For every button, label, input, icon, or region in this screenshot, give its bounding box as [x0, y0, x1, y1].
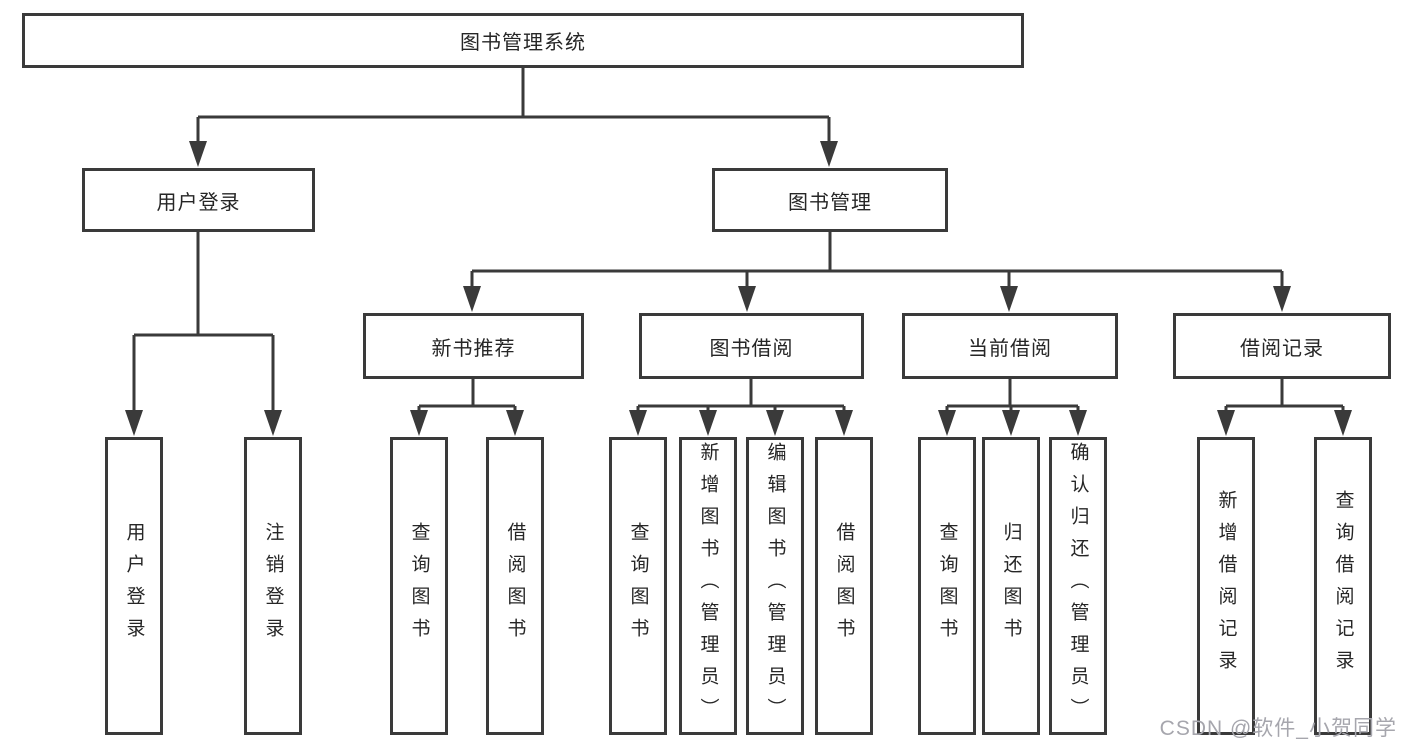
arrowhead — [125, 410, 143, 436]
node-current-borrow: 当前借阅 — [902, 313, 1118, 379]
node-user-login: 用户登录 — [82, 168, 315, 232]
connector-root-to-level2 — [189, 68, 838, 167]
arrowhead — [264, 410, 282, 436]
connector-records-subtree — [1217, 379, 1352, 436]
arrowhead — [506, 410, 524, 436]
arrowhead — [1002, 410, 1020, 436]
leaf-return-books: 归还图书 — [982, 437, 1040, 735]
leaf-query-books-borrowing: 查询图书 — [609, 437, 667, 735]
connector-borrowing-subtree — [629, 379, 853, 436]
arrowhead — [1069, 410, 1087, 436]
connector-book-mgmt-to-level3 — [463, 232, 1291, 312]
arrowhead — [738, 286, 756, 312]
arrowhead — [463, 286, 481, 312]
arrowhead — [410, 410, 428, 436]
arrowhead — [1217, 410, 1235, 436]
leaf-borrow-books: 借阅图书 — [815, 437, 873, 735]
connector-new-books-subtree — [410, 379, 524, 436]
node-borrow-records: 借阅记录 — [1173, 313, 1391, 379]
arrowhead — [835, 410, 853, 436]
leaf-user-login: 用户登录 — [105, 437, 163, 735]
leaf-edit-books-admin: 编辑图书（管理员） — [746, 437, 804, 735]
leaf-add-books-admin: 新增图书（管理员） — [679, 437, 737, 735]
connector-current-borrow-subtree — [938, 379, 1087, 436]
arrowhead — [699, 410, 717, 436]
node-book-borrowing: 图书借阅 — [639, 313, 864, 379]
leaf-query-borrow-record: 查询借阅记录 — [1314, 437, 1372, 735]
csdn-watermark: CSDN @软件_小贺同学 — [1159, 717, 1397, 740]
leaf-add-borrow-record: 新增借阅记录 — [1197, 437, 1255, 735]
arrowhead — [189, 141, 207, 167]
arrowhead — [820, 141, 838, 167]
leaf-confirm-return-admin: 确认归还（管理员） — [1049, 437, 1107, 735]
arrowhead — [1273, 286, 1291, 312]
connector-user-login-subtree — [125, 232, 282, 436]
arrowhead — [1000, 286, 1018, 312]
leaf-borrow-books-recommend: 借阅图书 — [486, 437, 544, 735]
arrowhead — [766, 410, 784, 436]
leaf-logout: 注销登录 — [244, 437, 302, 735]
leaf-query-books-recommend: 查询图书 — [390, 437, 448, 735]
node-new-book-recommend: 新书推荐 — [363, 313, 584, 379]
arrowhead — [1334, 410, 1352, 436]
node-root-system: 图书管理系统 — [22, 13, 1024, 68]
arrowhead — [629, 410, 647, 436]
node-book-management: 图书管理 — [712, 168, 948, 232]
arrowhead — [938, 410, 956, 436]
leaf-query-books-current: 查询图书 — [918, 437, 976, 735]
